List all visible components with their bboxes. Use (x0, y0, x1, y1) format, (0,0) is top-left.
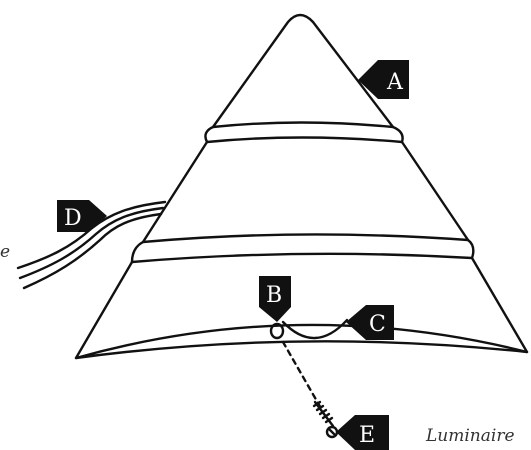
cable-wire-3 (22, 212, 163, 290)
label-d-text: D (64, 206, 82, 231)
label-d: D (57, 200, 107, 232)
hanging-hook (281, 318, 349, 340)
shade-middle-right (400, 140, 470, 242)
label-c-text: C (369, 312, 386, 337)
label-e-text: E (359, 423, 375, 448)
label-a-text: A (386, 70, 404, 95)
shade-bottom-left (74, 260, 134, 360)
cable-wire-2 (18, 206, 165, 280)
label-b-text: B (266, 283, 282, 308)
shade-top-section (211, 13, 395, 129)
screw-icon (312, 400, 339, 439)
label-c: C (346, 305, 394, 340)
shade-lower-ring (130, 233, 475, 264)
mounting-hardware (269, 318, 349, 340)
label-a: A (358, 60, 409, 99)
shade-bottom-right (470, 256, 529, 354)
mounting-hole (269, 322, 285, 340)
lamp-shade (74, 13, 529, 360)
shade-upper-ring (204, 121, 404, 144)
screw-guide-line (281, 340, 324, 412)
label-b: B (259, 276, 291, 322)
label-e: E (336, 415, 389, 450)
shade-middle-left (141, 140, 209, 244)
figure-caption: Luminaire (425, 426, 515, 446)
shade-bottom-rim (74, 323, 529, 360)
side-text-fragment: e (0, 242, 10, 262)
